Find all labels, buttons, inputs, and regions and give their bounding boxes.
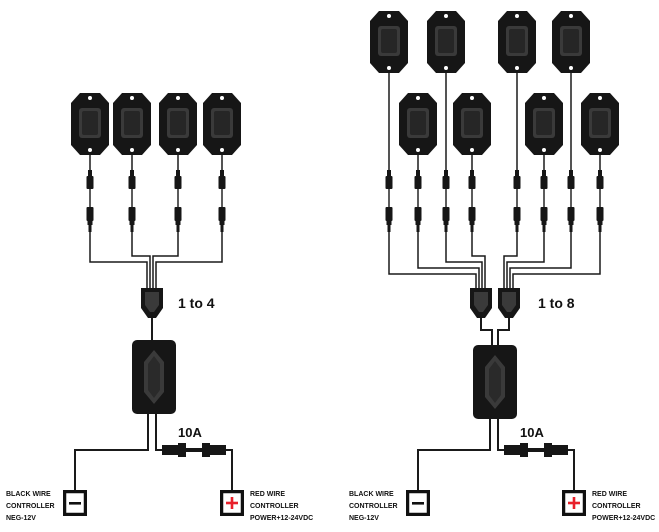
- wire-connector: [468, 170, 476, 232]
- negative-label-line-2: CONTROLLER: [6, 503, 55, 510]
- negative-label-line-3: NEG-12V: [349, 515, 379, 522]
- wire-connector: [540, 170, 548, 232]
- positive-terminal: [562, 490, 586, 516]
- power-wires: [417, 419, 575, 490]
- positive-label-line-1: RED WIRE: [592, 491, 627, 498]
- splitter-label: 1 to 8: [538, 295, 575, 311]
- wire-connector: [86, 170, 94, 232]
- wire-connector: [513, 170, 521, 232]
- positive-label-line-1: RED WIRE: [250, 491, 285, 498]
- wire-connector: [442, 170, 450, 232]
- minus-icon: [69, 502, 81, 505]
- light-pod: [203, 93, 241, 155]
- wire-connector: [128, 170, 136, 232]
- light-pod: [159, 93, 197, 155]
- diagram-1-to-8: 1 to 8 10A BLACK WIRE CONTROLLER NEG-12V: [349, 11, 655, 522]
- splitter-wires: [89, 232, 223, 288]
- negative-label-line-3: NEG-12V: [6, 515, 36, 522]
- splitter: [498, 288, 520, 318]
- wire-connector: [596, 170, 604, 232]
- minus-icon: [412, 502, 424, 505]
- positive-label-line-2: CONTROLLER: [250, 503, 299, 510]
- light-pod: [71, 93, 109, 155]
- wire-connector: [174, 170, 182, 232]
- splitter-label: 1 to 4: [178, 295, 215, 311]
- positive-label-line-3: POWER+12-24VDC: [250, 515, 313, 522]
- wire-connector: [218, 170, 226, 232]
- positive-label-line-2: CONTROLLER: [592, 503, 641, 510]
- light-pod: [113, 93, 151, 155]
- negative-label-line-2: CONTROLLER: [349, 503, 398, 510]
- light-pod: [581, 93, 619, 155]
- negative-label-line-1: BLACK WIRE: [6, 491, 51, 498]
- light-pod: [552, 11, 590, 73]
- negative-label-line-1: BLACK WIRE: [349, 491, 394, 498]
- negative-terminal: [63, 490, 87, 516]
- splitter-wires: [388, 232, 601, 288]
- inline-fuse: [162, 443, 226, 457]
- light-pod: [498, 11, 536, 73]
- positive-terminal: [220, 490, 244, 516]
- positive-label-line-3: POWER+12-24VDC: [592, 515, 655, 522]
- diagram-1-to-4: 1 to 4 10A BLACK WIRE CONTROLLER NEG-12V: [6, 93, 313, 522]
- splitter: [141, 288, 163, 318]
- fuse-label: 10A: [520, 425, 544, 440]
- light-pod: [427, 11, 465, 73]
- wire-connector: [414, 170, 422, 232]
- light-pod: [453, 93, 491, 155]
- wire-connector: [385, 170, 393, 232]
- controller-box: [132, 340, 176, 414]
- splitter: [470, 288, 492, 318]
- negative-terminal: [406, 490, 430, 516]
- power-wires: [74, 414, 233, 490]
- wire-connector: [567, 170, 575, 232]
- light-pod: [370, 11, 408, 73]
- inline-fuse: [504, 443, 568, 457]
- fuse-label: 10A: [178, 425, 202, 440]
- light-pod: [525, 93, 563, 155]
- controller-box: [473, 345, 517, 419]
- light-pod: [399, 93, 437, 155]
